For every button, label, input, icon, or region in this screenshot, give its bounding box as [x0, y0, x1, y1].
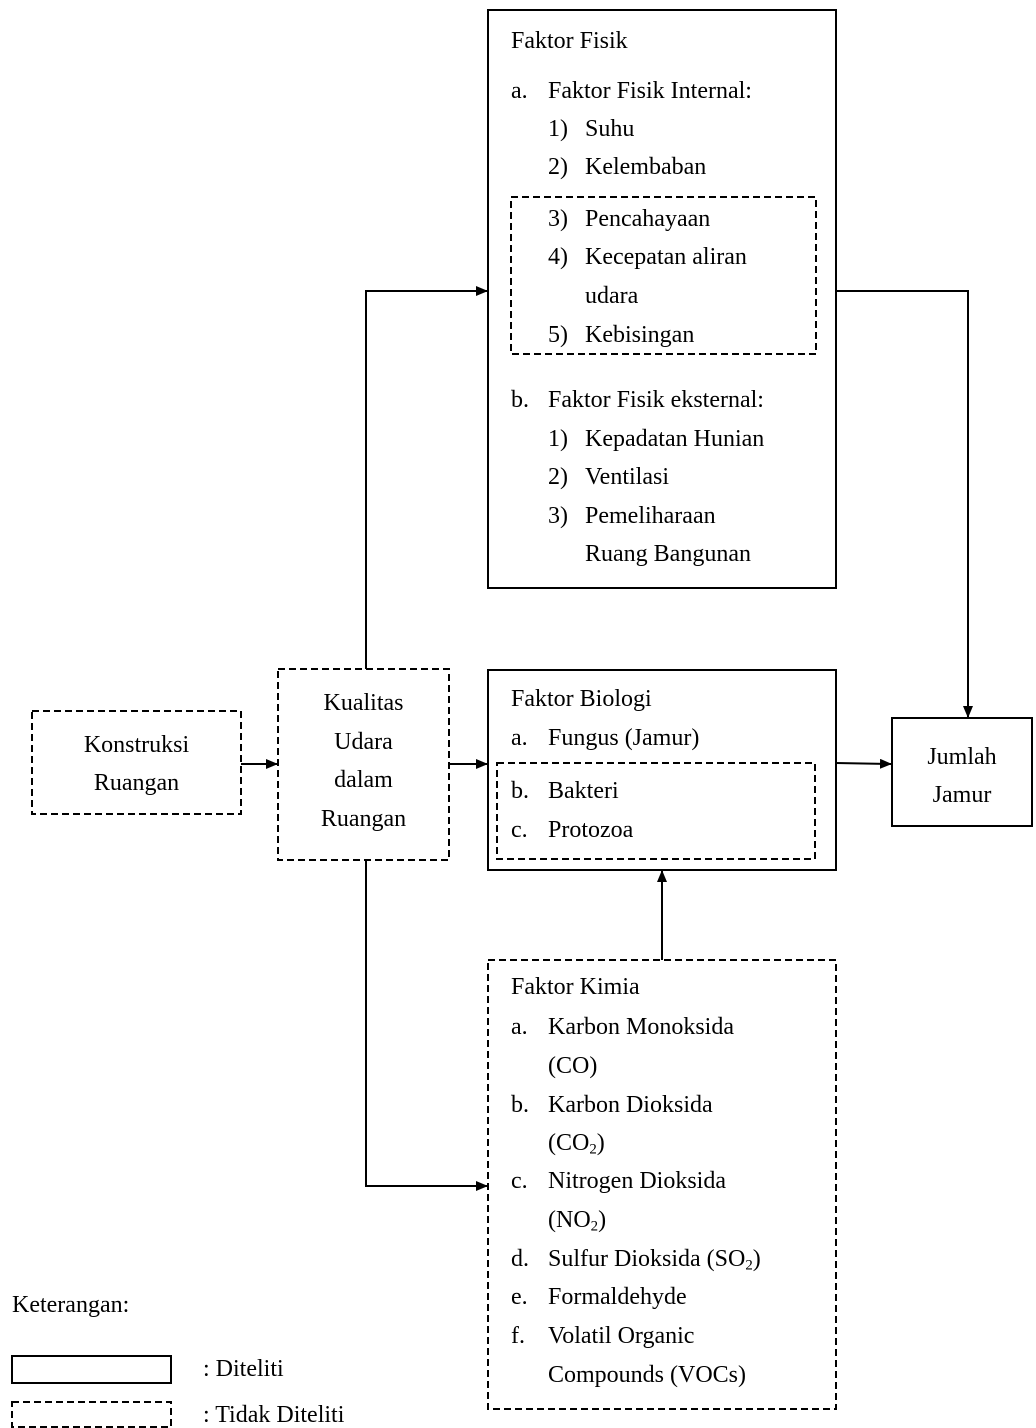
kimia-item-marker: f. [511, 1323, 525, 1349]
jumlah-box [891, 717, 1033, 827]
arrow-kualitas-to-fisik [365, 286, 488, 669]
biologi-item-marker: c. [511, 817, 528, 843]
fisik-internal-item-num: 1) [548, 116, 568, 142]
kimia-item-marker: e. [511, 1284, 528, 1310]
kimia-item-text: Nitrogen Dioksida [548, 1168, 726, 1194]
legend-dashed-label: : Tidak Diteliti [203, 1402, 345, 1428]
fisik-eksternal-item-text: Ruang Bangunan [585, 541, 751, 567]
fisik-box [487, 9, 837, 589]
fisik-internal-item-text: Kelembaban [585, 154, 707, 180]
legend-solid-swatch [11, 1355, 172, 1384]
kimia-item-text: Formaldehyde [548, 1284, 687, 1310]
fisik-internal-item-text: Pencahayaan [585, 206, 711, 232]
biologi-title: Faktor Biologi [511, 686, 652, 712]
fisik-eksternal-item-text: Ventilasi [585, 464, 669, 490]
legend-dashed-swatch [11, 1401, 172, 1428]
kimia-item-text: Karbon Dioksida [548, 1092, 713, 1118]
fisik-internal-item-text: Kebisingan [585, 322, 695, 348]
fisik-internal-item-text: Kecepatan aliran [585, 244, 747, 270]
biologi-dashed-box [496, 762, 816, 860]
kimia-item-text: (CO) [548, 1053, 598, 1079]
fisik-eksternal-item-num: 2) [548, 464, 568, 490]
fisik-internal-item-num: 2) [548, 154, 568, 180]
fisik-internal-label: Faktor Fisik Internal: [548, 78, 752, 104]
kimia-box [487, 959, 837, 1410]
arrow-biologi-to-jumlah [835, 758, 892, 769]
biologi-item-text: Bakteri [548, 778, 619, 804]
legend-solid-label: : Diteliti [203, 1356, 284, 1382]
kimia-item-marker: d. [511, 1246, 529, 1272]
kimia-item-text: Karbon Monoksida [548, 1014, 734, 1040]
konstruksi-label: Konstruksi Ruangan [83, 732, 190, 796]
kimia-item-marker: a. [511, 1014, 528, 1040]
kualitas-label: Kualitas Udara dalam Ruangan [320, 690, 407, 832]
fisik-eksternal-item-num: 3) [548, 503, 568, 529]
fisik-internal-item-num: 4) [548, 244, 568, 270]
fisik-eksternal-label: Faktor Fisik eksternal: [548, 387, 764, 413]
kimia-item-formula: Sulfur Dioksida (SO2) [548, 1246, 761, 1274]
kimia-item-marker: c. [511, 1168, 528, 1194]
biologi-item-text: Fungus (Jamur) [548, 725, 700, 751]
fisik-internal-item-num: 3) [548, 206, 568, 232]
fisik-eksternal-item-text: Pemeliharaan [585, 503, 716, 529]
biologi-item-text: Protozoa [548, 817, 634, 843]
fisik-internal-item-num: 5) [548, 322, 568, 348]
fisik-eksternal-item-num: 1) [548, 426, 568, 452]
biologi-item-marker: a. [511, 725, 528, 751]
fisik-internal-marker: a. [511, 78, 528, 104]
kimia-item-text: Compounds (VOCs) [548, 1362, 747, 1388]
arrow-kualitas-to-kimia [365, 860, 488, 1191]
biologi-item-marker: b. [511, 778, 529, 804]
fisik-internal-item-text: Suhu [585, 116, 635, 142]
kimia-title: Faktor Kimia [511, 974, 640, 1000]
arrow-fisik-to-jumlah [836, 290, 973, 718]
legend-title: Keterangan: [12, 1292, 130, 1318]
fisik-eksternal-item-text: Kepadatan Hunian [585, 426, 765, 452]
fisik-title: Faktor Fisik [511, 28, 628, 54]
konstruksi-box [31, 710, 242, 815]
kimia-item-text: Volatil Organic [548, 1323, 695, 1349]
kimia-item-marker: b. [511, 1092, 529, 1118]
kimia-item-formula: (NO2) [548, 1207, 607, 1235]
kimia-item-formula: (CO2) [548, 1130, 605, 1158]
fisik-internal-item-text: udara [585, 283, 639, 309]
fisik-eksternal-marker: b. [511, 387, 529, 413]
jumlah-label: Jumlah Jamur [927, 744, 997, 808]
